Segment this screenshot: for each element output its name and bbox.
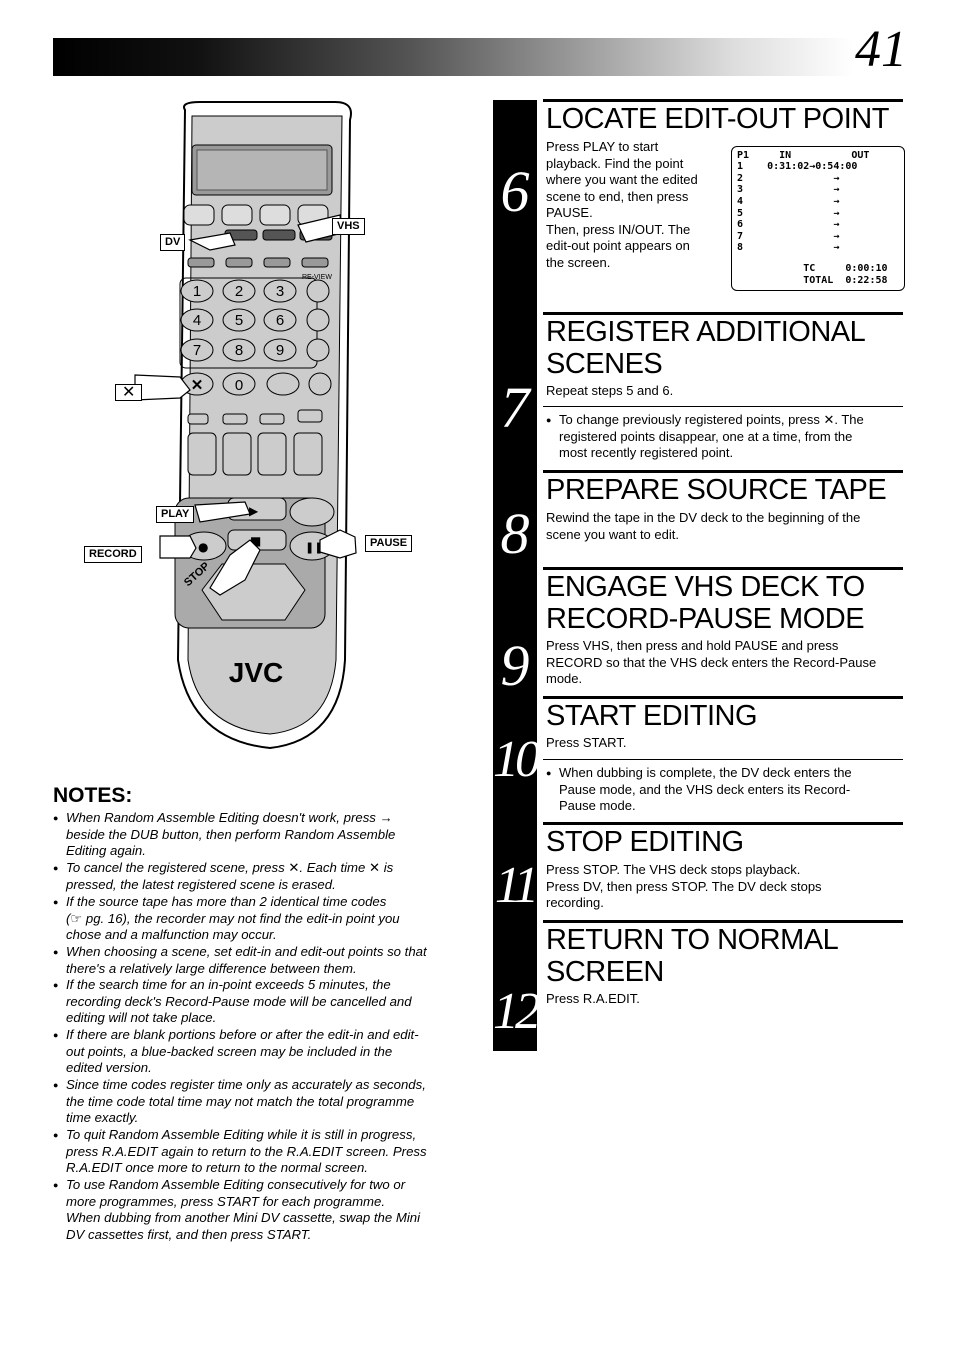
header-bar [53, 38, 853, 76]
notes-title: NOTES: [53, 784, 133, 807]
step-number-bar: 6 7 8 9 10 11 12 [493, 100, 541, 1051]
note-item: When choosing a scene, set edit-in and e… [53, 944, 463, 977]
onscreen-display: P1 IN OUT 1 0:31:02→0:54:00 2 → 3 → 4 → … [731, 146, 905, 291]
osd-row: 6 → [737, 219, 840, 230]
step-10-bullet: When dubbing is complete, the DV deck en… [546, 765, 898, 815]
key-6: 6 [276, 312, 284, 329]
callout-record: RECORD [84, 546, 142, 563]
note-item: If the source tape has more than 2 ident… [53, 894, 463, 944]
key-8: 8 [235, 342, 243, 359]
step-10-title: START EDITING [546, 700, 758, 732]
note-item: To cancel the registered scene, press ✕.… [53, 860, 463, 893]
step-11-body: Press STOP. The VHS deck stops playback.… [546, 862, 822, 910]
key-3: 3 [276, 283, 284, 300]
callout-vhs: VHS [332, 218, 365, 235]
page-number: 41 [855, 21, 907, 78]
step-number-7: 7 [500, 375, 530, 440]
section-rule [543, 567, 903, 570]
step-number-6: 6 [500, 159, 530, 224]
callout-dv: DV [160, 234, 186, 251]
note-item: To use Random Assemble Editing consecuti… [53, 1177, 463, 1244]
callout-pause: PAUSE [365, 535, 413, 552]
note-item: When Random Assemble Editing doesn't wor… [53, 810, 463, 860]
section-rule [543, 822, 903, 825]
divider [543, 406, 903, 407]
osd-row: 2 → [737, 173, 840, 184]
osd-row: 1 0:31:02→0:54:00 [737, 161, 858, 172]
step-12-title: RETURN TO NORMAL SCREEN [546, 924, 839, 988]
callout-play: PLAY [156, 506, 195, 523]
review-label: RE-VIEW [302, 274, 332, 281]
step-8-body: Rewind the tape in the DV deck to the be… [546, 510, 861, 542]
key-2: 2 [235, 283, 243, 300]
step-12-body: Press R.A.EDIT. [546, 991, 640, 1006]
section-rule [543, 99, 903, 102]
step-7-title: REGISTER ADDITIONAL SCENES [546, 316, 866, 380]
remote-brand-logo: JVC [229, 657, 283, 688]
key-4: 4 [193, 312, 201, 329]
section-rule [543, 470, 903, 473]
step-6-title: LOCATE EDIT-OUT POINT [546, 103, 889, 135]
osd-tc: TC 0:00:10 [737, 263, 888, 274]
step-number-8: 8 [500, 501, 530, 566]
callout-x-button: ✕ [115, 384, 143, 401]
step-9-title: ENGAGE VHS DECK TO RECORD-PAUSE MODE [546, 571, 865, 635]
step-7-bullet: To change previously registered points, … [546, 412, 898, 462]
note-item: Since time codes register time only as a… [53, 1077, 463, 1127]
step-number-10: 10 [493, 731, 541, 788]
divider [543, 759, 903, 760]
step-6-body: Press PLAY to start playback. Find the p… [546, 139, 698, 270]
osd-row: 4 → [737, 196, 840, 207]
step-number-12: 12 [493, 983, 541, 1040]
section-rule [543, 920, 903, 923]
osd-header: P1 IN OUT [737, 150, 870, 161]
key-5: 5 [235, 312, 243, 329]
svg-text:❚❚: ❚❚ [305, 541, 323, 554]
osd-row: 5 → [737, 208, 840, 219]
key-0: 0 [235, 377, 243, 394]
section-rule [543, 312, 903, 315]
section-rule [543, 696, 903, 699]
remote-control-illustration: RE-VIEW 1 2 3 4 5 6 7 8 9 ✕ 0 ■ ▶ ● ❚❚ J… [134, 101, 357, 750]
step-9-body: Press VHS, then press and hold PAUSE and… [546, 638, 877, 686]
osd-row: 3 → [737, 184, 840, 195]
step-7-body: Repeat steps 5 and 6. [546, 383, 674, 398]
key-1: 1 [193, 283, 201, 300]
step-10-body: Press START. [546, 735, 627, 750]
note-item: To quit Random Assemble Editing while it… [53, 1127, 463, 1177]
osd-row: 7 → [737, 231, 840, 242]
key-9: 9 [276, 342, 284, 359]
svg-text:■: ■ [250, 534, 261, 548]
osd-row: 8 → [737, 242, 840, 253]
step-8-title: PREPARE SOURCE TAPE [546, 474, 887, 506]
note-item: If there are blank portions before or af… [53, 1027, 463, 1077]
note-item: If the search time for an in-point excee… [53, 977, 463, 1027]
step-number-9: 9 [500, 633, 530, 698]
svg-text:●: ● [198, 540, 208, 554]
svg-text:▶: ▶ [249, 504, 259, 518]
key-7: 7 [193, 342, 201, 359]
step-11-title: STOP EDITING [546, 826, 744, 858]
step-number-11: 11 [494, 857, 539, 914]
osd-total: TOTAL 0:22:58 [737, 275, 888, 286]
svg-text:✕: ✕ [191, 377, 204, 394]
